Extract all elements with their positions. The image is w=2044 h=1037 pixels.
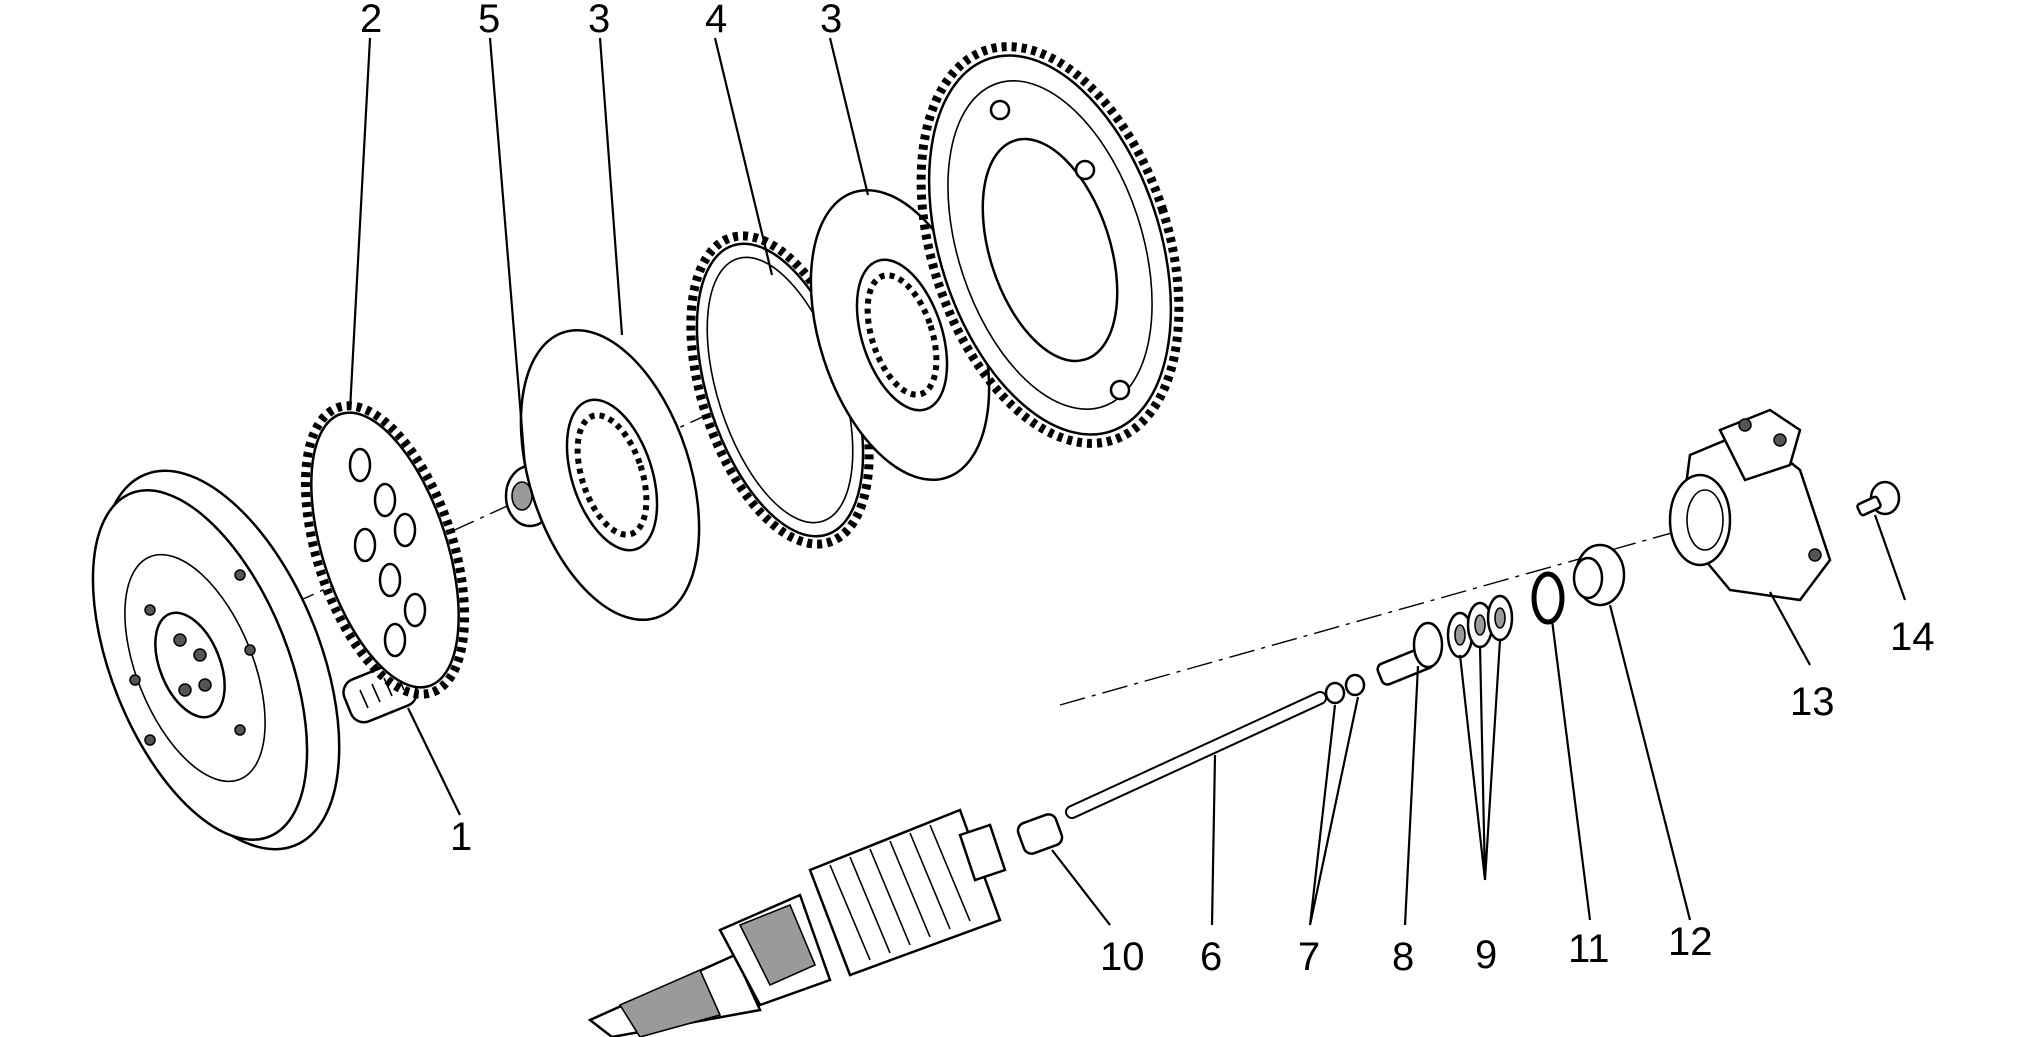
leader-8 xyxy=(1403,665,1420,926)
part-flywheel xyxy=(91,469,341,851)
callout-9: 9 xyxy=(1475,933,1497,977)
callout-11: 11 xyxy=(1568,927,1610,971)
leader-2 xyxy=(348,37,372,411)
leader-13 xyxy=(1769,591,1811,666)
assembly-axis-lower xyxy=(1059,524,1701,706)
leader-7 xyxy=(1308,696,1360,926)
callout-3b: 3 xyxy=(820,0,842,41)
part-cap xyxy=(1572,543,1626,607)
part-friction-disc-front xyxy=(519,328,701,622)
leader-12 xyxy=(1051,849,1111,926)
part-gear-plate xyxy=(300,401,470,699)
leader-9b xyxy=(1483,639,1502,881)
part-bushing xyxy=(1016,813,1064,855)
part-ring-gear xyxy=(916,42,1184,448)
part-pins xyxy=(1324,673,1366,705)
callout-14: 14 xyxy=(1890,615,1935,659)
leader-3a xyxy=(598,37,624,336)
callout-1: 1 xyxy=(450,815,472,859)
leader-5 xyxy=(488,37,527,467)
leader-11 xyxy=(1550,619,1592,921)
callout-8: 8 xyxy=(1392,935,1414,979)
leader-1 xyxy=(407,707,461,816)
callout-5: 5 xyxy=(478,0,500,41)
callout-7: 7 xyxy=(1298,935,1320,979)
callout-6: 6 xyxy=(1200,935,1222,979)
part-main-shaft xyxy=(587,808,1007,1037)
leader-4 xyxy=(713,37,774,276)
callout-3a: 3 xyxy=(588,0,610,41)
leader-9 xyxy=(1458,645,1487,881)
callout-10: 12 xyxy=(1668,920,1713,964)
leader-10 xyxy=(1608,604,1692,921)
part-bolt xyxy=(1856,480,1901,517)
callout-2: 2 xyxy=(360,0,382,41)
part-piston xyxy=(1376,621,1444,686)
part-washers xyxy=(1446,594,1514,659)
leader-14 xyxy=(1873,514,1907,601)
part-o-ring xyxy=(1531,571,1565,625)
leader-lines xyxy=(348,37,1907,926)
leader-3b xyxy=(828,37,870,196)
part-cylinder-housing xyxy=(1668,408,1832,602)
leader-6 xyxy=(1210,754,1217,926)
callout-4: 4 xyxy=(705,0,727,41)
callout-12: 10 xyxy=(1100,935,1145,979)
part-push-rod xyxy=(1065,691,1327,819)
callout-labels: 2 5 3 4 3 1 10 6 7 8 9 11 12 13 14 xyxy=(360,0,1935,979)
callout-13: 13 xyxy=(1790,680,1835,724)
